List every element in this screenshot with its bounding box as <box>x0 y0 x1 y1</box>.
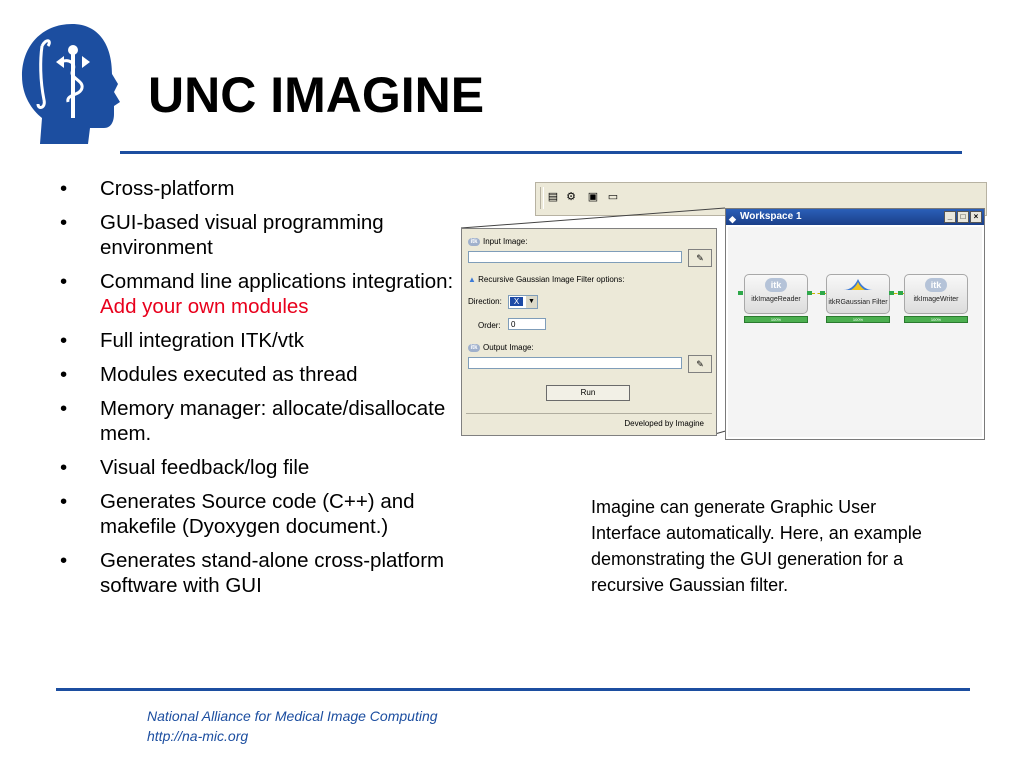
minimize-icon[interactable]: _ <box>944 211 956 223</box>
namic-logo <box>22 24 120 144</box>
browse-input-button[interactable]: ✎ <box>688 249 712 267</box>
bullet-marker: • <box>60 490 68 513</box>
connection-line <box>812 293 826 295</box>
bullet-text: Visual feedback/log file <box>100 456 310 479</box>
bullet-marker: • <box>60 456 68 479</box>
bullet-text: Generates Source code (C++) and makefile… <box>100 490 415 538</box>
status-divider <box>466 413 712 414</box>
itk-icon: itk <box>468 237 480 246</box>
node-progress: 100% <box>744 316 808 323</box>
bullet-item: • Generates stand-alone cross-platform so… <box>58 548 458 598</box>
chevron-down-icon: ▼ <box>526 296 537 308</box>
screenshot-caption: Imagine can generate Graphic User Interf… <box>591 497 922 595</box>
new-icon[interactable]: ▤ <box>547 191 559 203</box>
output-port[interactable] <box>807 291 812 295</box>
filter-options-label: ▲ Recursive Gaussian Image Filter option… <box>468 275 625 284</box>
itk-icon: itk <box>468 343 480 352</box>
browse-output-button[interactable]: ✎ <box>688 355 712 373</box>
node-image-reader[interactable]: itk itkImageReader <box>744 274 808 314</box>
input-port[interactable] <box>820 291 825 295</box>
bullet-item: • Cross-platform <box>58 176 458 201</box>
bullet-text: Full integration ITK/vtk <box>100 329 304 352</box>
footer: National Alliance for Medical Image Comp… <box>147 706 438 746</box>
bullet-item: •Command line applications integration: … <box>58 269 458 319</box>
bullet-text: Memory manager: allocate/disallocate mem… <box>100 397 446 445</box>
bullet-text: Cross-platform <box>100 177 235 200</box>
bullet-text: Generates stand-alone cross-platform sof… <box>100 549 445 597</box>
bullet-text: Modules executed as thread <box>100 363 358 386</box>
node-label: itkImageWriter <box>913 296 959 303</box>
bullet-item: • GUI-based visual programming environmen… <box>58 210 458 260</box>
bullet-marker: • <box>60 397 68 420</box>
input-image-field[interactable] <box>468 251 682 263</box>
bullet-item: • Memory manager: allocate/disallocate me… <box>58 396 458 446</box>
settings-icon[interactable]: ⚙ <box>566 191 576 203</box>
direction-value: X <box>510 297 523 306</box>
footer-url[interactable]: http://na-mic.org <box>147 728 249 744</box>
page-title: UNC IMAGINE <box>148 67 485 123</box>
node-label: itkImageReader <box>751 296 801 303</box>
bullet-marker: • <box>60 177 68 200</box>
title-divider <box>120 151 962 154</box>
itk-icon: itk <box>925 278 947 292</box>
workspace-canvas[interactable]: itk itkImageReader 100% itkRGaussian Fil… <box>728 227 982 437</box>
bullet-list: • Cross-platform • GUI-based visual progra… <box>58 176 458 607</box>
output-port[interactable] <box>889 291 894 295</box>
save-icon[interactable]: ▣ <box>587 191 599 203</box>
workspace-titlebar: ◆ Workspace 1 _ □ × <box>726 209 984 225</box>
workspace-window: ◆ Workspace 1 _ □ × itk itkImageReader 1… <box>725 208 985 440</box>
bullet-item: • Visual feedback/log file <box>58 455 458 480</box>
node-progress: 100% <box>904 316 968 323</box>
node-progress: 100% <box>826 316 890 323</box>
bullet-text: GUI-based visual programming environment <box>100 211 384 259</box>
input-port[interactable] <box>898 291 903 295</box>
direction-select[interactable]: X ▼ <box>508 295 538 309</box>
bullet-marker: • <box>60 549 68 572</box>
bullet-marker: • <box>60 270 68 293</box>
footer-divider <box>56 688 970 691</box>
order-label: Order: <box>478 321 501 330</box>
workspace-icon: ◆ <box>729 214 736 224</box>
gaussian-icon <box>843 279 873 290</box>
gaussian-icon: ▲ <box>468 275 476 284</box>
itk-icon: itk <box>765 278 787 292</box>
input-port[interactable] <box>738 291 743 295</box>
output-image-field[interactable] <box>468 357 682 369</box>
bullet-highlight: Add your own modules <box>100 295 309 318</box>
bullet-item: • Generates Source code (C++) and makefil… <box>58 489 458 539</box>
open-folder-icon[interactable]: ▭ <box>607 191 619 203</box>
bullet-marker: • <box>60 363 68 386</box>
node-label: itkRGaussian Filter <box>828 299 888 306</box>
maximize-icon[interactable]: □ <box>957 211 969 223</box>
direction-label: Direction: <box>468 297 502 306</box>
order-field[interactable]: 0 <box>508 318 546 330</box>
bullet-item: • Full integration ITK/vtk <box>58 328 458 353</box>
bullet-item: • Modules executed as thread <box>58 362 458 387</box>
developed-by-label: Developed by Imagine <box>624 419 704 428</box>
node-gaussian-filter[interactable]: itkRGaussian Filter <box>826 274 890 314</box>
node-image-writer[interactable]: itk itkImageWriter <box>904 274 968 314</box>
bullet-marker: • <box>60 211 68 234</box>
footer-org: National Alliance for Medical Image Comp… <box>147 708 438 724</box>
bullet-marker: • <box>60 329 68 352</box>
run-button[interactable]: Run <box>546 385 630 401</box>
workspace-title: Workspace 1 <box>740 211 802 222</box>
toolbar-grip <box>540 187 544 209</box>
close-icon[interactable]: × <box>970 211 982 223</box>
bullet-text: Command line applications integration: <box>100 270 454 293</box>
